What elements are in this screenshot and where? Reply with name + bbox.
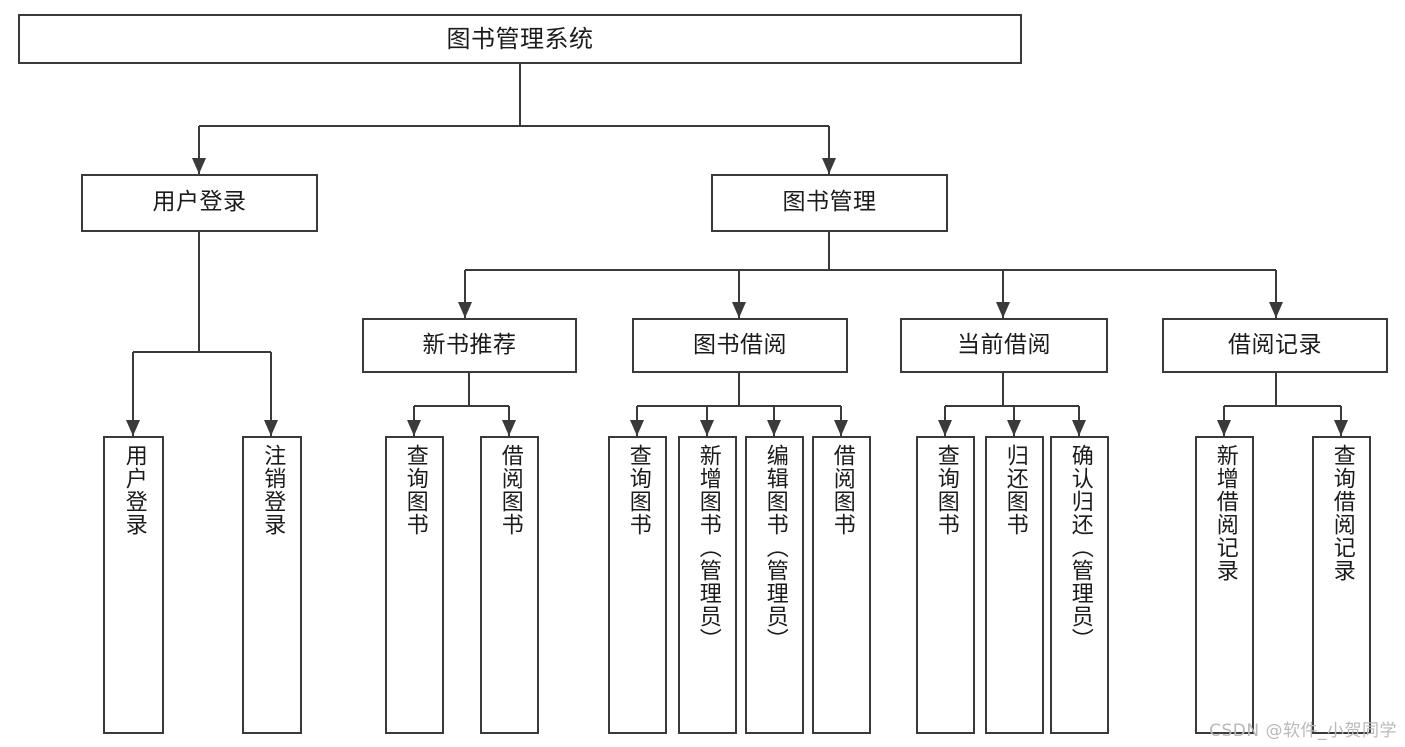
arrowhead-currentborrow_to_leaves-0	[938, 420, 952, 436]
node-leaf-borrow-book-1-label: 借阅图书	[497, 444, 523, 536]
arrowhead-newbook_to_leaves-0	[407, 420, 421, 436]
arrowhead-level1_to_level2-0	[458, 302, 472, 318]
node-leaf-borrow-book-2[interactable]: 借阅图书	[812, 436, 871, 734]
node-leaf-add-record-label: 新增借阅记录	[1212, 444, 1238, 582]
node-leaf-borrow-book-2-label: 借阅图书	[829, 444, 855, 536]
node-leaf-user-logout[interactable]: 注销登录	[242, 436, 302, 734]
node-book-manage-label: 图书管理	[782, 189, 877, 216]
node-leaf-edit-book-label: 编辑图书（管理员）	[762, 444, 788, 651]
node-leaf-confirm-return[interactable]: 确认归还（管理员）	[1050, 436, 1109, 734]
connector-bus-userlogin_to_leaves	[133, 351, 271, 353]
arrowhead-level1_to_level2-3	[1269, 302, 1283, 318]
node-current-borrow-label: 当前借阅	[957, 331, 1051, 358]
node-leaf-edit-book[interactable]: 编辑图书（管理员）	[745, 436, 804, 734]
node-book-manage[interactable]: 图书管理	[711, 174, 948, 232]
node-leaf-confirm-return-label: 确认归还（管理员）	[1067, 444, 1093, 651]
connector-stem-userlogin_to_leaves	[198, 232, 200, 352]
connector-stem-root_to_level1	[519, 64, 521, 126]
arrowhead-bookborrow_to_leaves-3	[834, 420, 848, 436]
connector-stem-borrowrecord_to_leaves	[1275, 373, 1277, 406]
connector-stem-newbook_to_leaves	[468, 373, 470, 406]
node-leaf-query-book-2-label: 查询图书	[625, 444, 651, 536]
connector-drop-level1_to_level2-0	[464, 270, 466, 318]
node-borrow-record[interactable]: 借阅记录	[1162, 318, 1388, 373]
arrowhead-borrowrecord_to_leaves-0	[1217, 420, 1231, 436]
node-leaf-query-record[interactable]: 查询借阅记录	[1312, 436, 1371, 734]
connector-bus-newbook_to_leaves	[414, 405, 509, 407]
connector-bus-bookborrow_to_leaves	[637, 405, 841, 407]
node-leaf-borrow-book-1[interactable]: 借阅图书	[480, 436, 539, 734]
connector-bus-borrowrecord_to_leaves	[1224, 405, 1341, 407]
node-leaf-query-book-2[interactable]: 查询图书	[608, 436, 667, 734]
node-leaf-query-book-1[interactable]: 查询图书	[385, 436, 444, 734]
connector-drop-level1_to_level2-3	[1275, 270, 1277, 318]
arrowhead-bookborrow_to_leaves-1	[700, 420, 714, 436]
connector-stem-bookborrow_to_leaves	[738, 373, 740, 406]
connector-drop-userlogin_to_leaves-0	[132, 352, 134, 436]
csdn-watermark: CSDN @软件_小贺同学	[1209, 721, 1397, 741]
node-leaf-return-book[interactable]: 归还图书	[985, 436, 1044, 734]
connector-stem-currentborrow_to_leaves	[1002, 373, 1004, 406]
connector-drop-root_to_level1-1	[828, 126, 830, 174]
node-leaf-return-book-label: 归还图书	[1002, 444, 1028, 536]
connector-bus-currentborrow_to_leaves	[945, 405, 1079, 407]
arrowhead-borrowrecord_to_leaves-1	[1334, 420, 1348, 436]
arrowhead-root_to_level1-1	[822, 158, 836, 174]
node-book-borrow-label: 图书借阅	[693, 331, 787, 358]
arrowhead-bookborrow_to_leaves-2	[767, 420, 781, 436]
connector-drop-root_to_level1-0	[198, 126, 200, 174]
arrowhead-level1_to_level2-2	[996, 302, 1010, 318]
arrowhead-level1_to_level2-1	[732, 302, 746, 318]
connector-bus-level1_to_level2	[465, 269, 1276, 271]
connector-stem-level1_to_level2	[828, 232, 830, 270]
node-user-login[interactable]: 用户登录	[81, 174, 318, 232]
arrowhead-newbook_to_leaves-1	[502, 420, 516, 436]
connector-drop-level1_to_level2-2	[1002, 270, 1004, 318]
arrowhead-root_to_level1-0	[192, 158, 206, 174]
arrowhead-userlogin_to_leaves-1	[264, 420, 278, 436]
node-leaf-user-login[interactable]: 用户登录	[103, 436, 164, 734]
node-user-login-label: 用户登录	[152, 189, 247, 216]
node-leaf-query-book-3-label: 查询图书	[933, 444, 959, 536]
node-leaf-query-book-3[interactable]: 查询图书	[916, 436, 975, 734]
node-root[interactable]: 图书管理系统	[18, 14, 1022, 64]
node-leaf-user-login-label: 用户登录	[121, 444, 147, 536]
node-leaf-query-record-label: 查询借阅记录	[1329, 444, 1355, 582]
node-leaf-add-book[interactable]: 新增图书（管理员）	[678, 436, 737, 734]
connector-drop-level1_to_level2-1	[738, 270, 740, 318]
node-leaf-add-book-label: 新增图书（管理员）	[695, 444, 721, 651]
node-book-borrow[interactable]: 图书借阅	[632, 318, 848, 373]
node-new-book-recommend[interactable]: 新书推荐	[362, 318, 577, 373]
connector-bus-root_to_level1	[199, 125, 829, 127]
arrowhead-currentborrow_to_leaves-1	[1007, 420, 1021, 436]
arrowhead-userlogin_to_leaves-0	[126, 420, 140, 436]
node-current-borrow[interactable]: 当前借阅	[900, 318, 1108, 373]
node-leaf-query-book-1-label: 查询图书	[402, 444, 428, 536]
arrowhead-currentborrow_to_leaves-2	[1072, 420, 1086, 436]
node-borrow-record-label: 借阅记录	[1228, 331, 1322, 358]
connector-drop-userlogin_to_leaves-1	[270, 352, 272, 436]
arrowhead-bookborrow_to_leaves-0	[630, 420, 644, 436]
node-leaf-add-record[interactable]: 新增借阅记录	[1195, 436, 1254, 734]
node-leaf-user-logout-label: 注销登录	[260, 444, 286, 536]
node-new-book-recommend-label: 新书推荐	[422, 331, 517, 358]
node-root-label: 图书管理系统	[446, 24, 594, 53]
